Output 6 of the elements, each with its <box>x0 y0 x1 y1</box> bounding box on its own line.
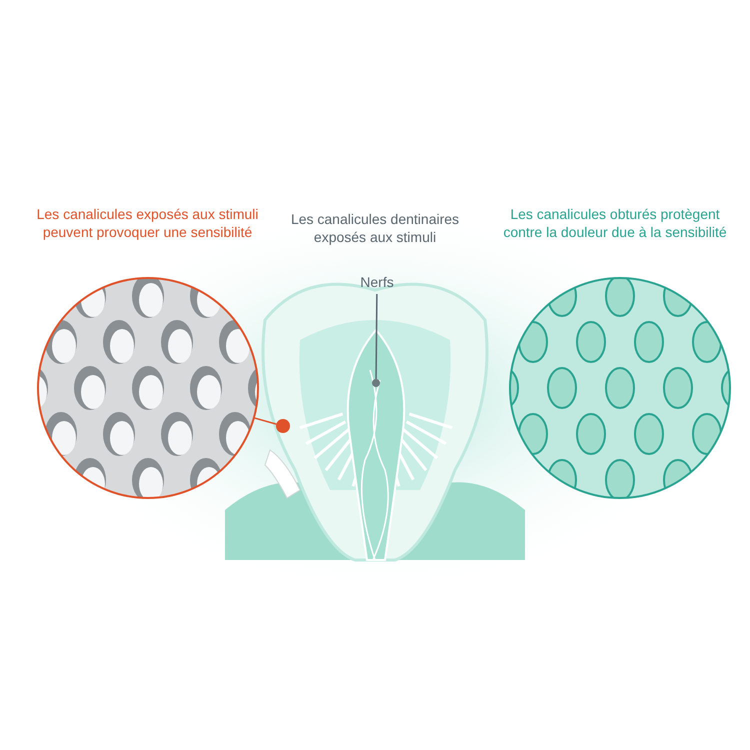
leader-line <box>375 294 378 379</box>
leader-line <box>254 417 276 425</box>
heading-text: Les canalicules dentinaires exposés aux stimuli <box>290 210 460 246</box>
label-text: Nerfs <box>345 274 409 292</box>
heading-text: Les canalicules obturés protègent contre la douleur due à la sensibilité <box>502 205 728 241</box>
heading-text: Les canalicules exposés aux stimuli peuvent provoquer une sensibilité <box>36 205 260 241</box>
